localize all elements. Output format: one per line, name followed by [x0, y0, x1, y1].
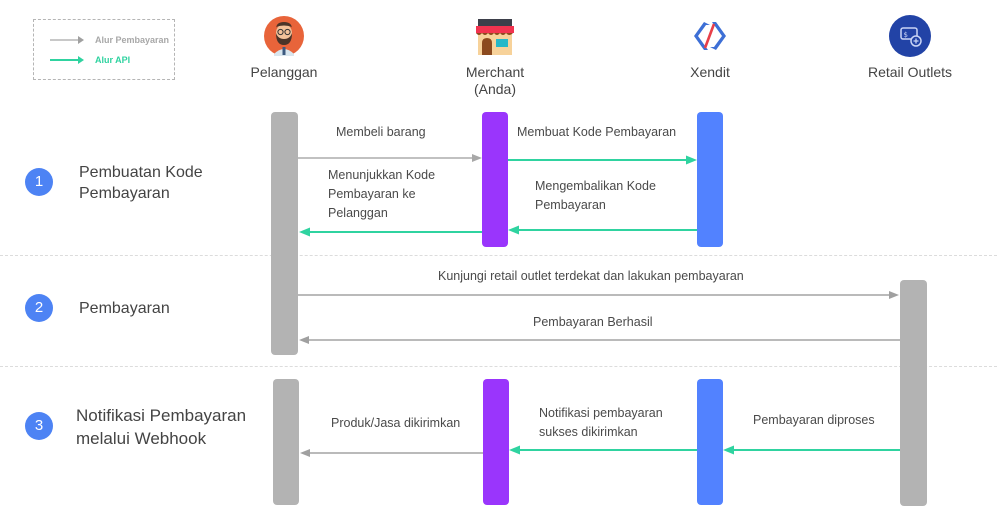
arrow-kunjungi-retail [298, 291, 899, 299]
legend-payment-flow: Alur Pembayaran [50, 35, 169, 45]
legend-api-flow: Alur API [50, 55, 130, 65]
retail-lifeline-bar [900, 280, 927, 506]
actor-name: Merchant (Anda) [465, 64, 525, 97]
message-label: Produk/Jasa dikirimkan [331, 416, 461, 430]
cash-payment-icon: $ [888, 14, 932, 58]
actor-customer: Pelanggan [224, 14, 344, 81]
message-label: Notifikasi pembayaran sukses dikirimkan [539, 406, 663, 439]
actor-xendit: Xendit [650, 14, 770, 81]
message-label: Kunjungi retail outlet terdekat dan laku… [438, 269, 744, 283]
customer-lifeline-bar [273, 379, 299, 505]
gray-arrow-icon [50, 36, 84, 44]
section-divider [0, 366, 997, 367]
xendit-lifeline-bar [697, 112, 723, 247]
merchant-lifeline-bar [482, 112, 508, 247]
customer-lifeline-bar [271, 112, 298, 355]
actor-name: Retail Outlets [867, 64, 953, 80]
message-label: Membeli barang [336, 125, 426, 139]
legend-payment-flow-label: Alur Pembayaran [95, 35, 170, 45]
xendit-logo-icon [688, 14, 732, 58]
message-label: Pembayaran Berhasil [533, 315, 653, 329]
step-label-3: Notifikasi Pembayaran melalui Webhook [76, 406, 247, 448]
actor-retail-outlets: $ Retail Outlets [850, 14, 970, 81]
arrow-mengembalikan-kode [508, 225, 697, 235]
arrow-pembayaran-berhasil [299, 336, 900, 344]
message-label: Mengembalikan Kode Pembayaran [535, 179, 656, 212]
arrow-pembayaran-diproses [723, 445, 900, 455]
xendit-lifeline-bar [697, 379, 723, 505]
step-badge-3: 3 [25, 412, 53, 440]
customer-avatar-icon [262, 14, 306, 58]
step-label-1: Pembuatan Kode Pembayaran [79, 164, 203, 202]
arrow-produk-dikirimkan [300, 449, 483, 457]
green-arrow-icon [50, 56, 84, 64]
arrow-membuat-kode [508, 155, 697, 165]
actor-name: Xendit [690, 64, 730, 80]
arrow-membeli-barang [298, 154, 482, 162]
legend: Alur Pembayaran Alur API [33, 19, 175, 80]
message-label: Pembayaran diproses [753, 413, 875, 427]
storefront-icon [473, 14, 517, 58]
arrow-menunjukkan-kode [299, 227, 482, 237]
message-label: Menunjukkan Kode Pembayaran ke Pelanggan [328, 168, 436, 220]
merchant-lifeline-bar [483, 379, 509, 505]
message-label: Membuat Kode Pembayaran [517, 125, 677, 139]
arrow-notifikasi-sukses [509, 445, 697, 455]
svg-text:$: $ [904, 31, 908, 39]
actor-merchant: Merchant (Anda) [435, 14, 555, 98]
legend-api-flow-label: Alur API [95, 55, 131, 65]
step-badge-1: 1 [25, 168, 53, 196]
step-badge-2: 2 [25, 294, 53, 322]
actor-name: Pelanggan [250, 64, 318, 80]
step-label-2: Pembayaran [79, 300, 170, 317]
section-divider [0, 255, 997, 256]
